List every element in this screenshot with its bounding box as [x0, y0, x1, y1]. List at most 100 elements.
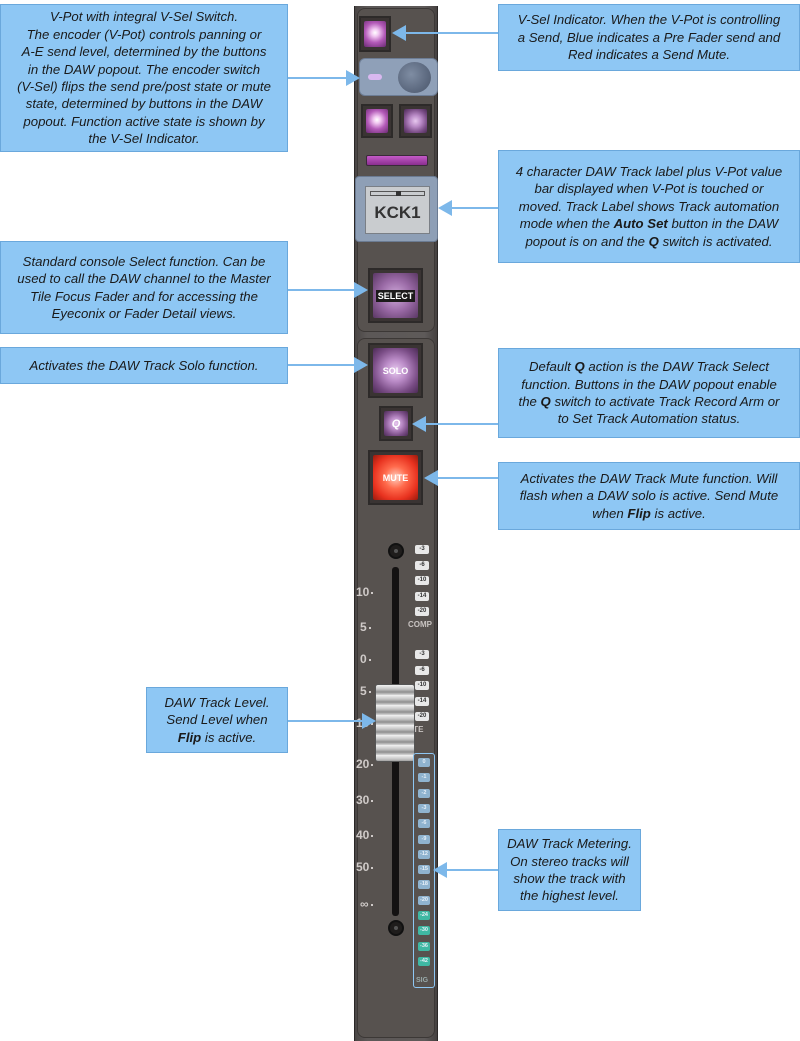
fader-scale-mark: 10: [356, 585, 374, 599]
level-callout-line3c: is active.: [201, 729, 257, 745]
fader-top-screw: [388, 543, 404, 559]
meter-segment: 0: [418, 758, 430, 767]
meter-segment: -18: [418, 880, 430, 890]
label-callout-line5c: switch is activated.: [658, 233, 773, 249]
q-callout-line1a: Default: [529, 359, 575, 375]
label-callout-line3: moved. Track Label shows Track automatio…: [518, 198, 780, 214]
fader-scale-mark: ∞: [360, 897, 373, 911]
solo-callout: Activates the DAW Track Solo function.: [0, 347, 288, 384]
q-callout-line3a: the: [518, 394, 541, 409]
label-callout-line2: bar displayed when V-Pot is touched or: [534, 181, 764, 197]
q-term: Q: [648, 233, 659, 249]
q-term-2: Q: [540, 394, 551, 409]
label-callout-line1: 4 character DAW Track label plus V-Pot v…: [515, 163, 783, 179]
fader-scale-mark: 0: [360, 652, 371, 666]
q-callout: Default Q action is the DAW Track Select…: [498, 348, 800, 438]
mute-callout: Activates the DAW Track Mute function. W…: [498, 462, 800, 530]
track-label: KCK1: [374, 203, 421, 222]
gr-segment: -14: [415, 591, 429, 601]
fader-cap[interactable]: [375, 684, 415, 762]
q-callout-line4: to Set Track Automation status.: [557, 411, 741, 427]
fader-scale-mark: 40: [356, 828, 374, 842]
select-callout-line-3: Tile Focus Fader and for accessing the: [30, 288, 258, 304]
meter-segment: -9: [418, 834, 430, 844]
track-label-display: KCK1: [355, 176, 438, 242]
meter-segment: -15: [418, 865, 430, 875]
vpot-callout-line-2: The encoder (V-Pot) controls panning or: [26, 26, 262, 42]
fader-scale-mark: 10: [356, 716, 374, 730]
q-button[interactable]: Q: [379, 406, 413, 441]
vpot-function-button-right[interactable]: [399, 104, 432, 138]
metering-callout: DAW Track Metering.On stereo tracks will…: [498, 829, 641, 911]
mute-callout-line3c: is active.: [650, 505, 706, 521]
gr-segment: -6: [415, 560, 429, 570]
vpot-callout-line-3: A-E send level, determined by the button…: [21, 44, 267, 60]
vpot-function-button-left[interactable]: [361, 104, 393, 138]
solo-button[interactable]: SOLO: [368, 343, 423, 398]
comp-label: COMP: [408, 619, 432, 629]
vpot-encoder[interactable]: [359, 58, 438, 96]
select-callout-line-1: Standard console Select function. Can be: [22, 253, 266, 269]
vsel-indicator: [359, 16, 391, 52]
meter-segment: -30: [418, 926, 430, 936]
vsel-callout-line-2: a Send, Blue indicates a Pre Fader send …: [517, 29, 781, 45]
meter-segment: -36: [418, 941, 430, 951]
fader-scale-mark: 50: [356, 860, 374, 874]
meter-segment: -20: [418, 895, 430, 905]
gr-segment: -3: [415, 545, 429, 554]
q-callout-line2: function. Buttons in the DAW popout enab…: [521, 376, 777, 392]
gr-segment: -14: [415, 696, 429, 706]
meter-segment: -3: [418, 803, 430, 813]
fader-scale-mark: 20: [356, 757, 374, 771]
metering-callout-line-3: show the track with: [513, 871, 626, 886]
fader-scale-mark: 5: [360, 684, 371, 698]
vsel-callout: V-Sel Indicator. When the V-Pot is contr…: [498, 4, 800, 71]
gr-segment: -6: [415, 665, 429, 675]
meter-segment: -1: [418, 773, 430, 783]
fader-bottom-screw: [388, 920, 404, 936]
flip-term-1: Flip: [627, 505, 651, 521]
track-level-callout: DAW Track Level. Send Level when Flip is…: [146, 687, 288, 753]
auto-set-term: Auto Set: [613, 216, 668, 232]
metering-callout-line-1: DAW Track Metering.: [507, 836, 632, 852]
vsel-callout-line-1: V-Sel Indicator. When the V-Pot is contr…: [517, 12, 781, 28]
vpot-callout-line-4: in the DAW popout. The encoder switch: [27, 61, 261, 77]
meter-segment: -6: [418, 819, 430, 829]
gr-segment: -10: [415, 681, 429, 690]
select-button[interactable]: SELECT: [368, 268, 423, 323]
vpot-led: [368, 74, 382, 80]
meter-sig-label: SIG: [416, 977, 429, 984]
gr-segment: -20: [415, 607, 429, 616]
label-callout-line4c: button in the DAW: [667, 216, 779, 232]
solo-callout-text: Activates the DAW Track Solo function.: [29, 357, 259, 373]
metering-callout-line-2: On stereo tracks will: [510, 853, 629, 869]
vsel-callout-line-3: Red indicates a Send Mute.: [567, 47, 730, 63]
lcd-screen: KCK1: [365, 186, 430, 234]
mute-button-label: MUTE: [382, 472, 409, 483]
level-callout-line1: DAW Track Level.: [164, 694, 270, 710]
vpot-callout-line-1: V-Pot with integral V-Sel Switch.: [49, 9, 239, 25]
vpot-value-bar: [370, 191, 425, 196]
label-callout-line4a: mode when the: [519, 216, 614, 232]
mute-callout-line1: Activates the DAW Track Mute function. W…: [520, 470, 778, 486]
vpot-callout-line-6: state, determined by buttons in the DAW: [25, 96, 263, 112]
q-term-1: Q: [574, 359, 585, 375]
mute-button[interactable]: MUTE: [368, 450, 423, 505]
meter-segment: -24: [418, 911, 430, 920]
fader-scale-mark: 5: [360, 620, 371, 634]
flip-term-2: Flip: [177, 729, 202, 745]
vpot-knob[interactable]: [398, 62, 431, 93]
mute-callout-line2: flash when a DAW solo is active. Send Mu…: [519, 488, 779, 504]
gr-segment: -3: [415, 650, 429, 659]
select-callout-line-2: used to call the DAW channel to the Mast…: [17, 271, 271, 287]
status-led-bar: [366, 155, 428, 166]
meter-segment: -42: [418, 956, 430, 966]
vpot-callout-line-8: the V-Sel Indicator.: [88, 131, 200, 147]
track-label-callout: 4 character DAW Track label plus V-Pot v…: [498, 150, 800, 263]
vpot-callout-line-7: popout. Function active state is shown b…: [23, 113, 265, 129]
vpot-callout: V-Pot with integral V-Sel Switch.The enc…: [0, 4, 288, 152]
label-callout-line5a: popout is on and the: [525, 233, 649, 249]
select-button-label: SELECT: [375, 289, 416, 302]
mute-callout-line3a: when: [592, 505, 628, 521]
gr-segment: -10: [415, 576, 429, 585]
